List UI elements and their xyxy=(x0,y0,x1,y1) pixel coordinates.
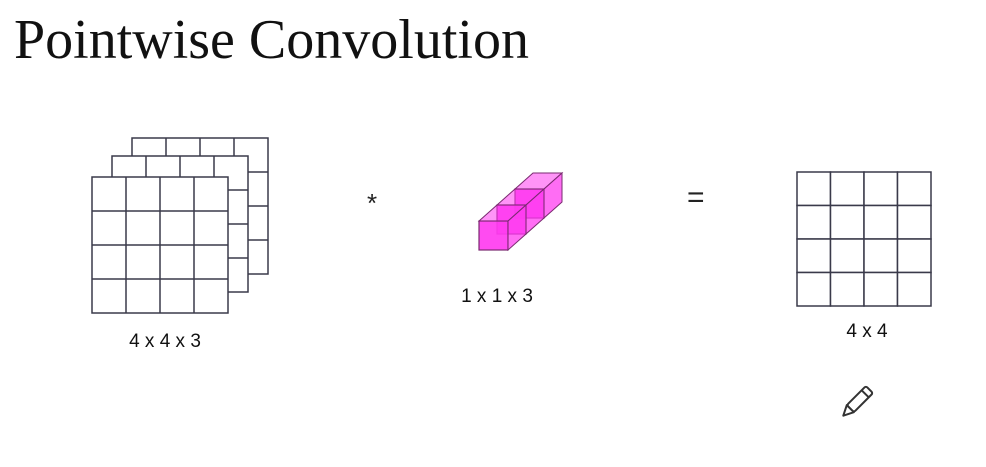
output-cell xyxy=(896,171,932,207)
slide-title: Pointwise Convolution xyxy=(14,9,529,71)
filter-volume xyxy=(477,171,564,252)
input-volume xyxy=(91,137,269,314)
equals-operator: = xyxy=(687,181,705,214)
pencil-icon[interactable] xyxy=(836,382,876,424)
output-cell xyxy=(863,171,899,207)
output-cell xyxy=(829,271,865,307)
output-cell xyxy=(896,271,932,307)
output-cell xyxy=(829,238,865,274)
output-cell xyxy=(796,204,832,240)
output-dimension-label: 4 x 4 xyxy=(846,321,888,342)
output-cell xyxy=(863,271,899,307)
output-cell xyxy=(829,204,865,240)
output-cell xyxy=(796,238,832,274)
output-cell xyxy=(796,171,832,207)
filter-dimension-label: 1 x 1 x 3 xyxy=(461,286,533,307)
output-grid xyxy=(796,171,932,307)
output-cell xyxy=(896,238,932,274)
output-cell xyxy=(896,204,932,240)
input-channel-1 xyxy=(91,176,229,314)
input-dimension-label: 4 x 4 x 3 xyxy=(129,331,201,352)
output-cell xyxy=(863,204,899,240)
convolution-operator: * xyxy=(367,188,378,218)
filter-cube-1 xyxy=(477,203,528,252)
output-cell xyxy=(863,238,899,274)
output-cell xyxy=(796,271,832,307)
output-cell xyxy=(829,171,865,207)
